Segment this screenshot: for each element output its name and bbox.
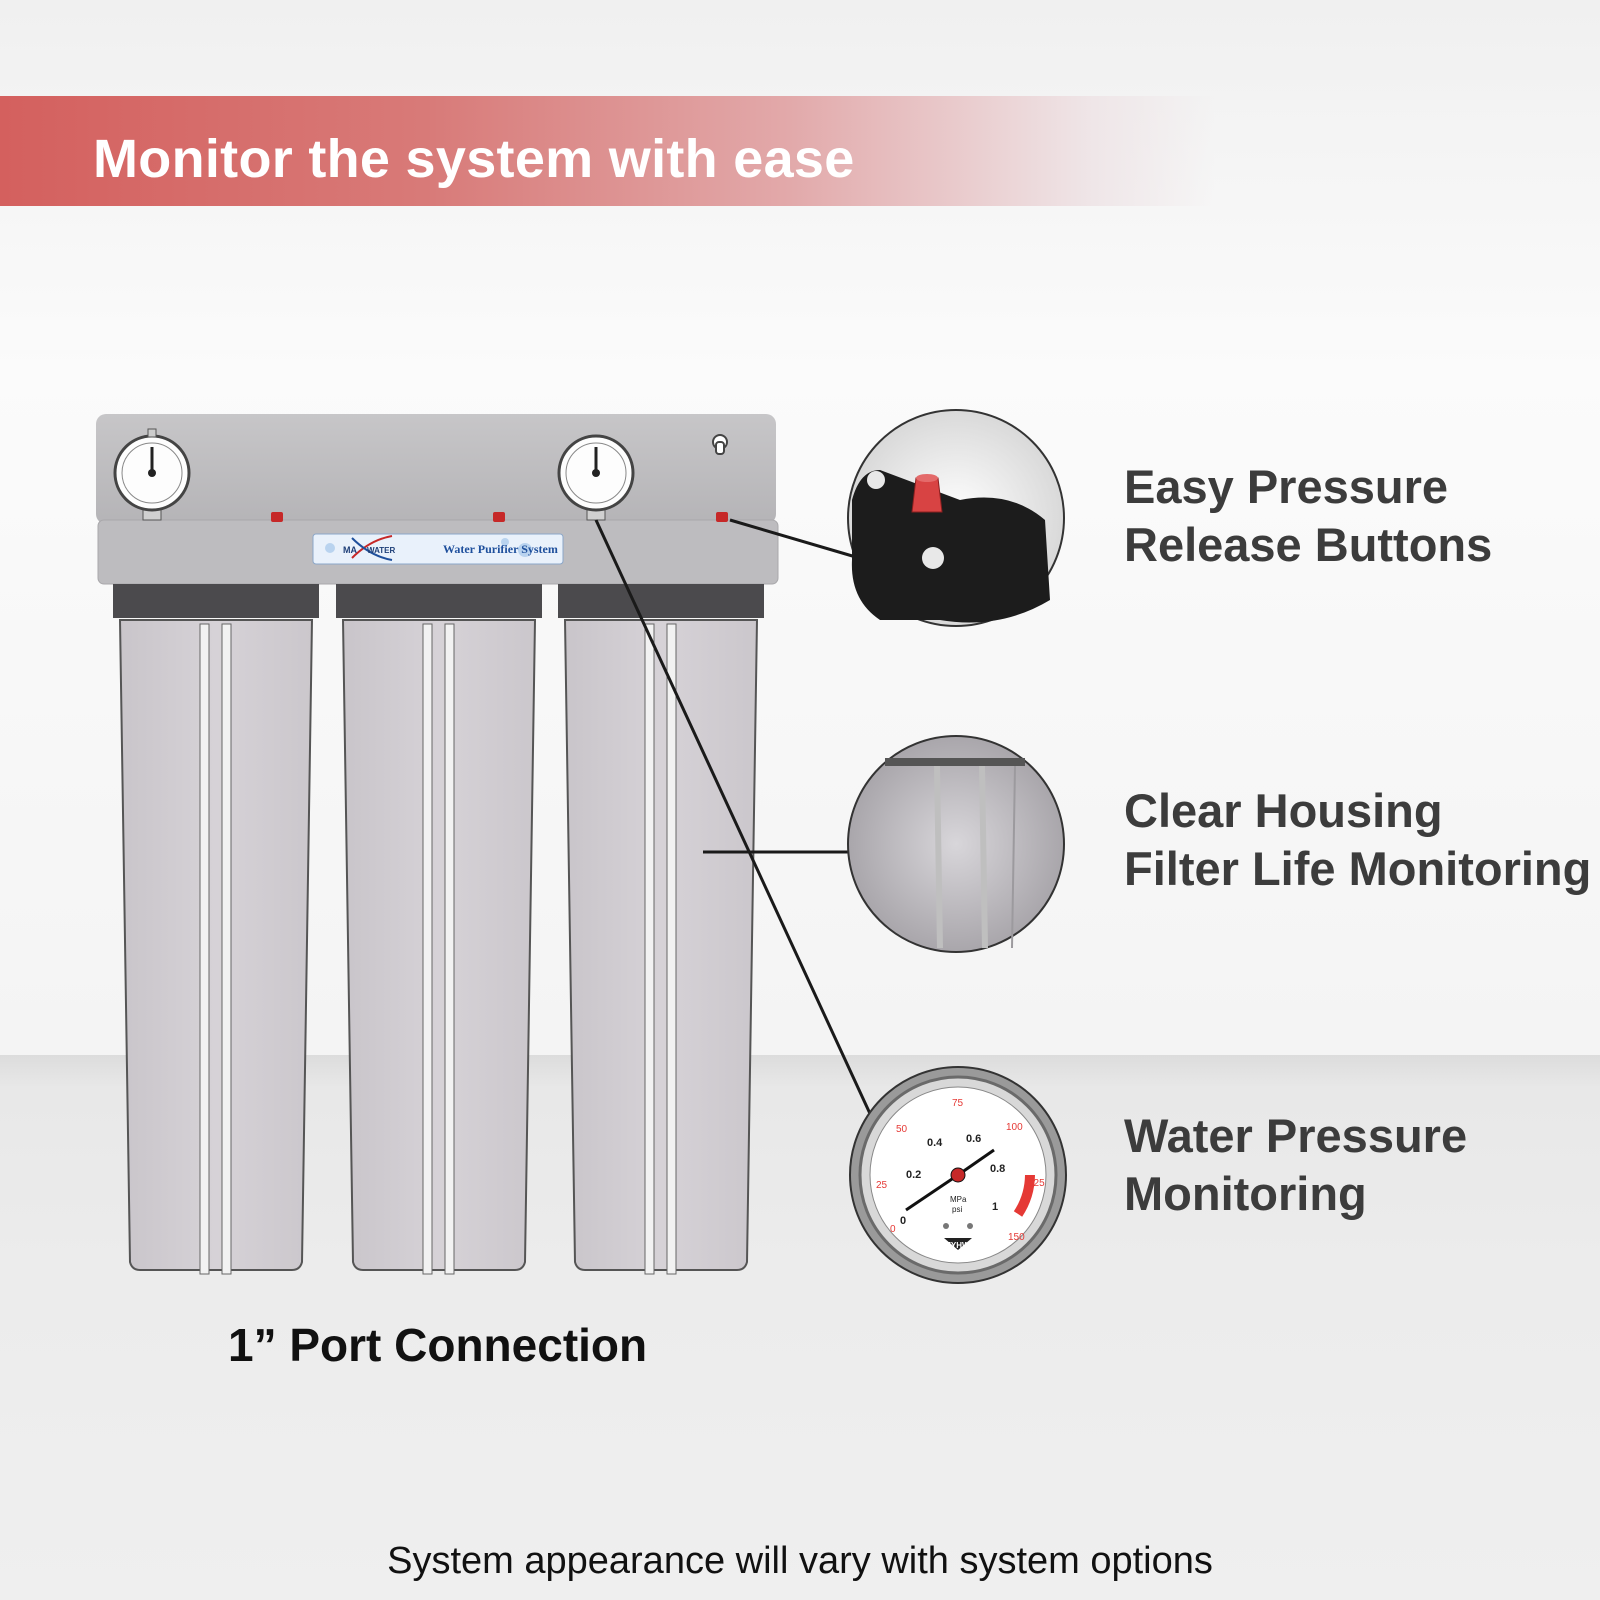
gauge-psi-125: 125	[1028, 1178, 1045, 1189]
head-gauge-left	[113, 428, 191, 521]
feature-1-line-1: Easy Pressure	[1124, 460, 1449, 513]
gauge-mpa-0-2: 0.2	[906, 1169, 921, 1181]
feature-clear-housing: Clear Housing Filter Life Monitoring	[1124, 782, 1591, 898]
plate-label: Water Purifier System	[443, 542, 558, 556]
brand-text-right: WATER	[367, 546, 396, 555]
label-plate: MA WATER Water Purifier System	[312, 533, 564, 565]
brand-text-left: MA	[343, 545, 357, 555]
feature-3-line-2: Monitoring	[1124, 1167, 1367, 1220]
gauge-psi-150: 150	[1008, 1232, 1025, 1243]
callout-lines	[594, 518, 874, 1119]
gauge-mpa-0-6: 0.6	[966, 1133, 981, 1145]
gauge-mpa-0-8: 0.8	[990, 1163, 1005, 1175]
title-banner	[0, 96, 1215, 206]
gauge-mpa-0-4: 0.4	[927, 1137, 943, 1149]
feature-1-line-2: Release Buttons	[1124, 518, 1493, 571]
filter-housing-2	[336, 584, 542, 1275]
feature-2-line-1: Clear Housing	[1124, 784, 1443, 837]
port-connection-label: 1” Port Connection	[228, 1319, 648, 1371]
detail-pressure-gauge: 0 0.2 0.4 0.6 0.8 1 0 25 50 75 100 125 1…	[849, 1066, 1067, 1284]
gauge-psi-50: 50	[896, 1124, 908, 1135]
feature-3-line-1: Water Pressure	[1124, 1109, 1468, 1162]
feature-release-buttons: Easy Pressure Release Buttons	[1124, 458, 1492, 574]
detail-clear-housing	[847, 735, 1065, 953]
feature-pressure-monitoring: Water Pressure Monitoring	[1124, 1107, 1467, 1223]
gauge-mpa-1: 1	[992, 1201, 998, 1213]
head-gauge-right	[557, 434, 635, 521]
gauge-psi-100: 100	[1006, 1122, 1023, 1133]
gauge-maker: ZYHW	[946, 1241, 970, 1250]
gauge-psi-75: 75	[952, 1098, 964, 1109]
detail-release-button	[847, 409, 1065, 627]
gauge-psi-25: 25	[876, 1180, 888, 1191]
page-title: Monitor the system with ease	[93, 129, 855, 189]
footer-note: System appearance will vary with system …	[387, 1540, 1213, 1582]
gauge-unit-psi: psi	[952, 1205, 962, 1214]
filter-housing-3	[558, 584, 764, 1275]
release-buttons	[271, 512, 728, 522]
gauge-psi-0: 0	[890, 1224, 896, 1235]
feature-2-line-2: Filter Life Monitoring	[1124, 842, 1592, 895]
filter-housing-1	[113, 584, 319, 1275]
gauge-mpa-0: 0	[900, 1215, 906, 1227]
gauge-unit-mpa: MPa	[950, 1195, 967, 1204]
